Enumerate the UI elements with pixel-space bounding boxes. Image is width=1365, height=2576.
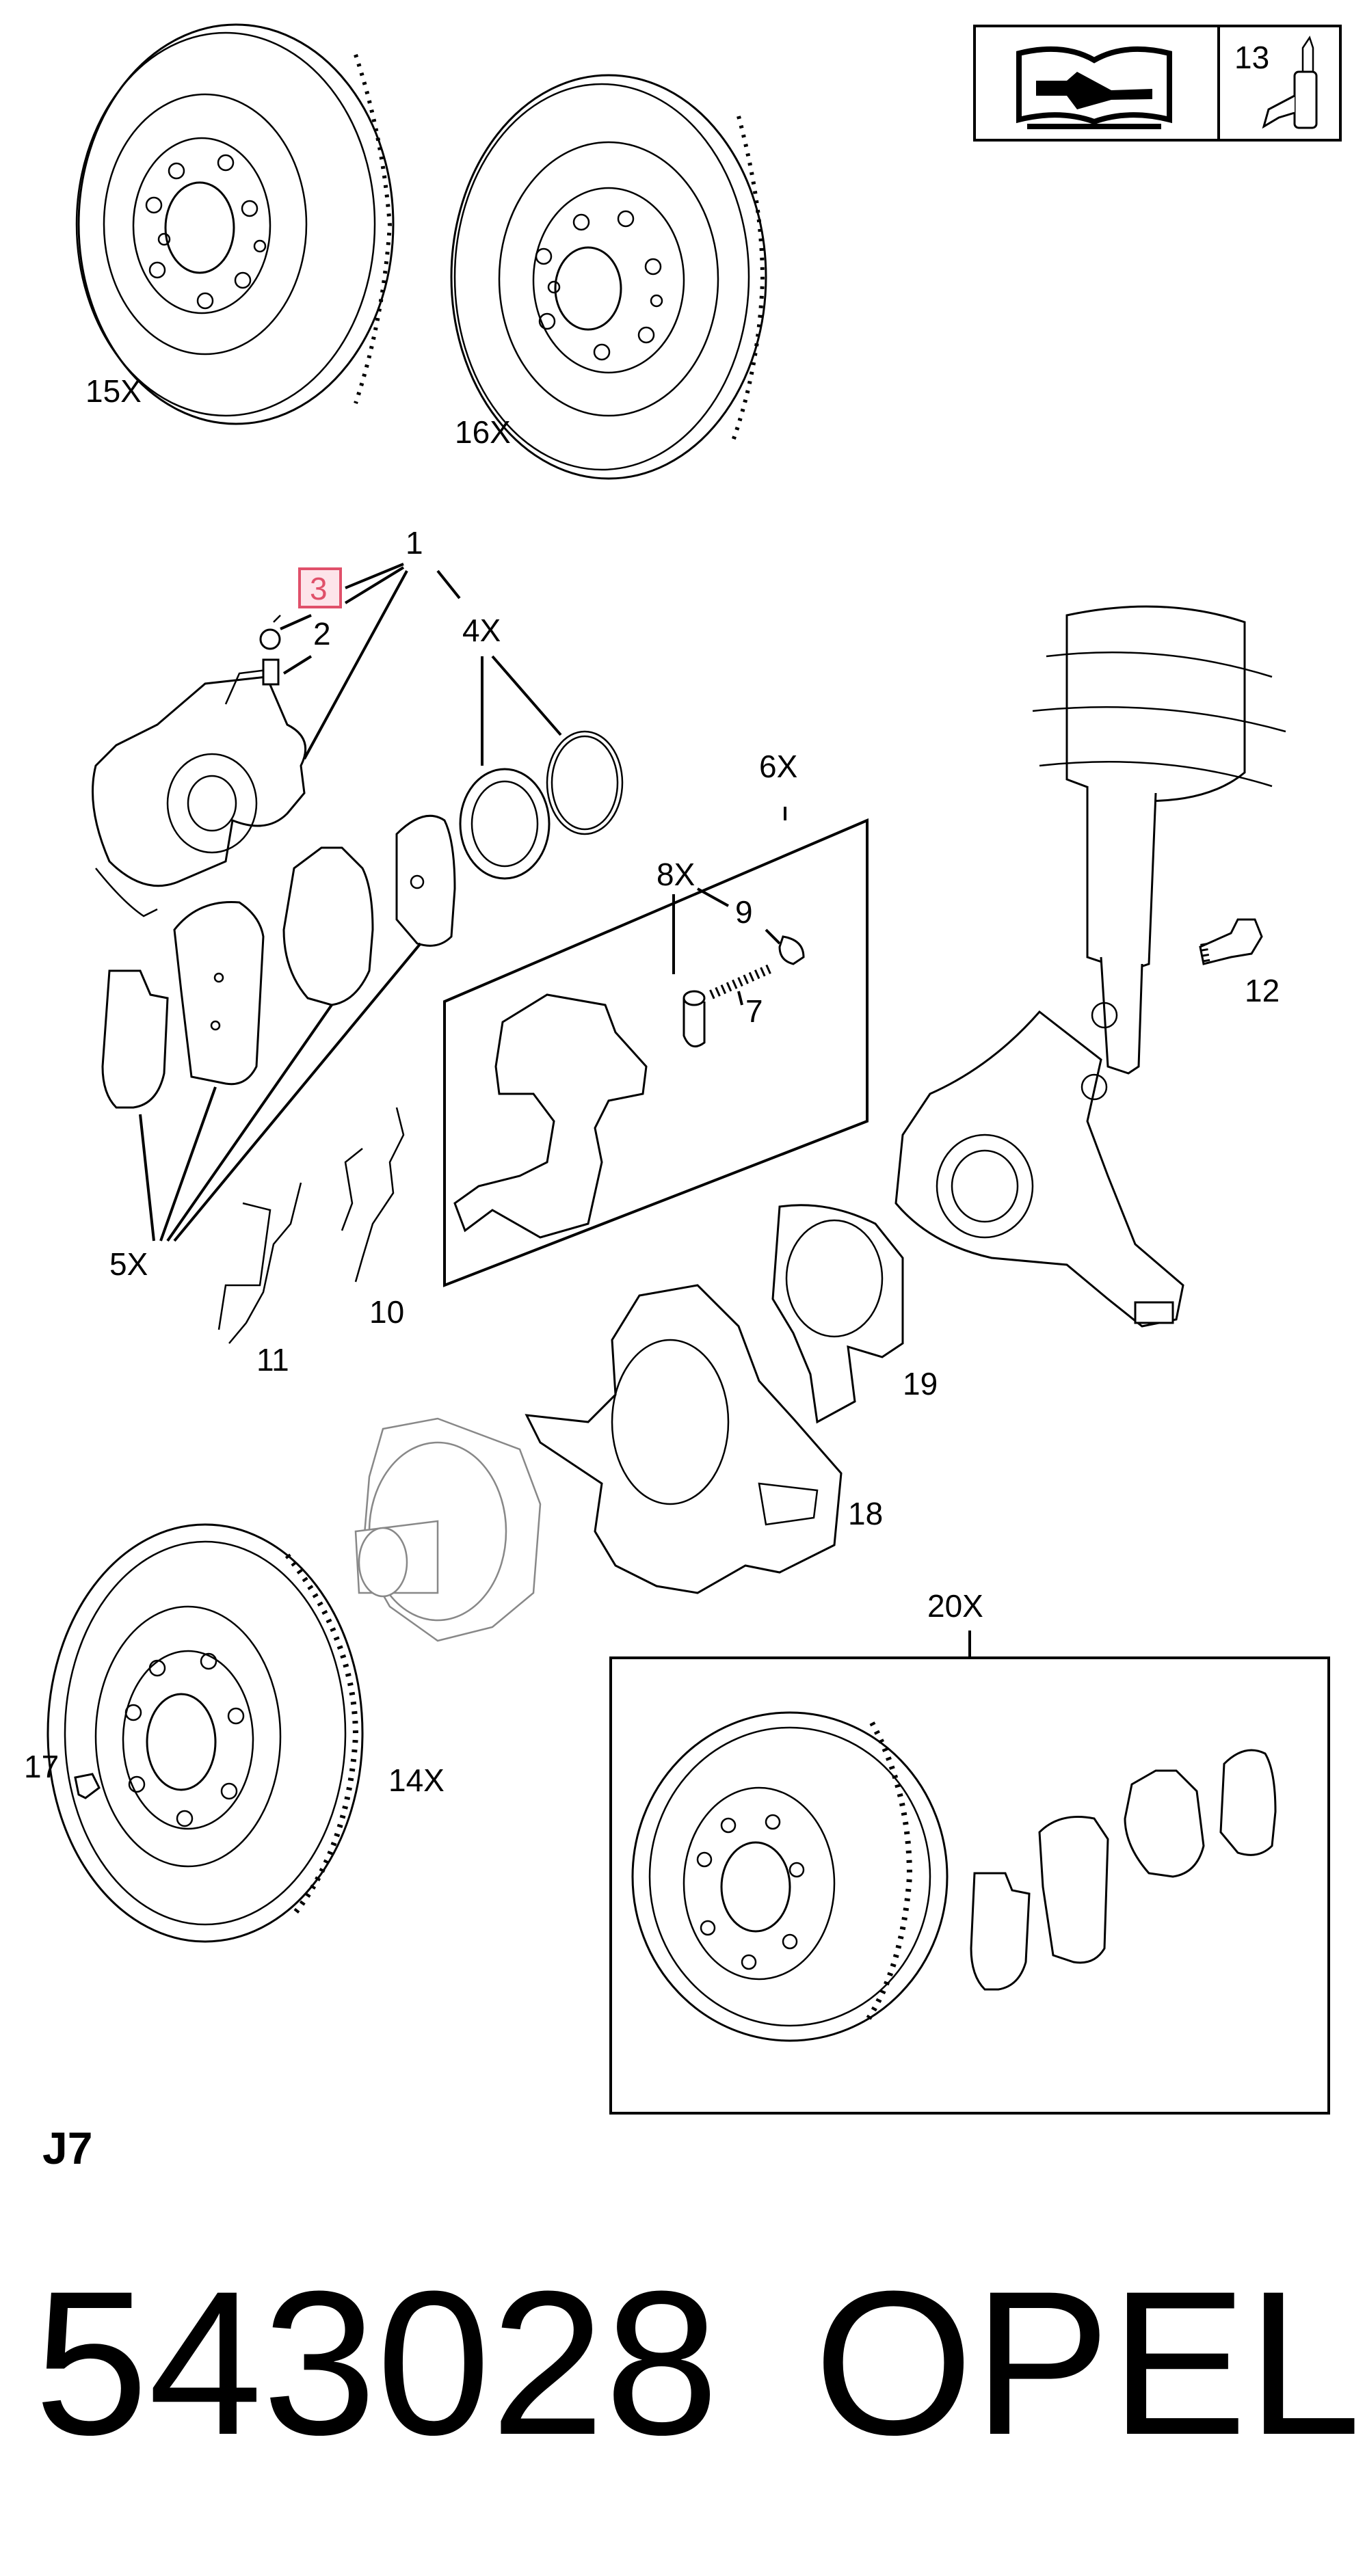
callout-3-box[interactable]: 3 [298, 567, 342, 608]
callout-1: 1 [406, 525, 423, 561]
anti-rattle-spring-11 [217, 1182, 302, 1344]
callout-7: 7 [745, 993, 763, 1029]
caliper-assembly [92, 615, 307, 917]
callout-9: 9 [735, 894, 753, 930]
callout-4x: 4X [462, 613, 501, 648]
brake-pads-5x [101, 814, 456, 1109]
brand-name: OPEL [814, 2248, 1361, 2478]
tool-box: 13 [973, 25, 1342, 142]
piston-seal-4x [459, 655, 624, 880]
callout-6x: 6X [759, 749, 797, 784]
anti-rattle-spring-10 [341, 1107, 405, 1283]
section-code: J7 [42, 2123, 92, 2173]
manual-wrench-icon [1016, 46, 1172, 129]
callout-15x: 15X [85, 373, 142, 409]
callout-11: 11 [256, 1342, 289, 1378]
callout-2: 2 [313, 616, 331, 652]
callout-16x: 16X [455, 414, 511, 450]
callout-10: 10 [369, 1294, 404, 1330]
callout-19: 19 [903, 1366, 938, 1401]
carrier-group-6x: 6X 8X 9 7 [443, 749, 869, 1287]
callout-12: 12 [1245, 973, 1280, 1008]
callout-3: 3 [310, 571, 328, 606]
dust-shield-18 [525, 1284, 843, 1594]
brake-disc-15x [75, 23, 395, 425]
callout-18: 18 [848, 1496, 883, 1531]
part-number: 543028 [34, 2248, 719, 2478]
callout-20x: 20X [927, 1588, 983, 1624]
screw-17 [74, 1773, 101, 1799]
callout-5x: 5X [109, 1246, 148, 1282]
wheel-hub [354, 1417, 542, 1642]
callout-8x: 8X [657, 857, 695, 892]
grease-tube-icon [1262, 36, 1318, 129]
tool-number: 13 [1234, 40, 1269, 75]
strut-knuckle [894, 605, 1286, 1328]
bolt-12 [1199, 918, 1263, 965]
callout-17: 17 [24, 1749, 59, 1784]
shield-19 [771, 1204, 904, 1424]
callout-14x: 14X [388, 1762, 445, 1798]
brake-kit-20x: 20X [609, 1588, 1330, 2115]
brake-disc-14x [47, 1523, 364, 1943]
brake-disc-16x [450, 74, 767, 480]
